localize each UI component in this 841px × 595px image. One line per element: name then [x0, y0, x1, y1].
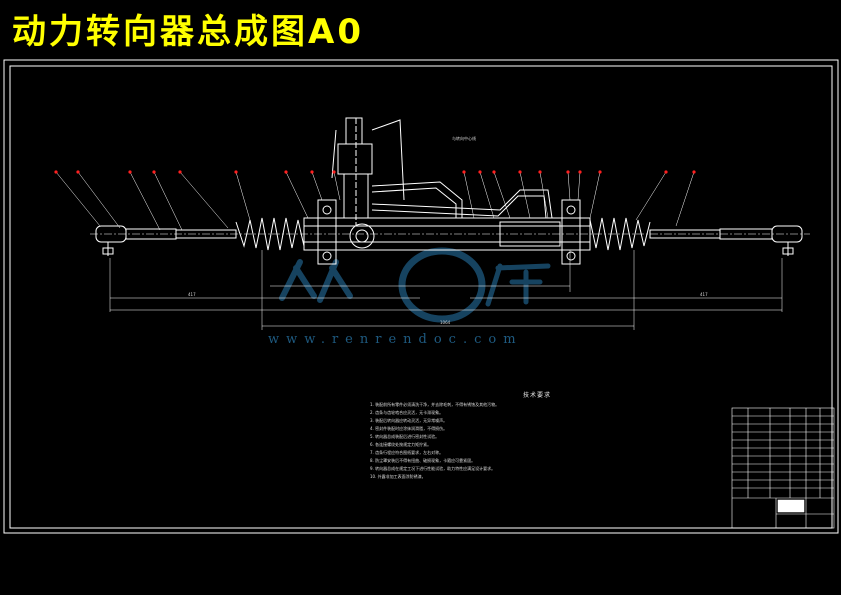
- top-note: 与转向中心线: [452, 136, 476, 141]
- tech-requirement-item: 8. 防尘罩安装后不得有扭曲、破损现象，卡箍应可靠紧固。: [370, 458, 476, 463]
- inner-frame: [9, 65, 833, 529]
- rack-housing: [303, 199, 591, 265]
- valve-assembly: [331, 117, 405, 226]
- tech-requirement-item: 10. 外露非加工表面涂防锈漆。: [370, 474, 426, 479]
- tech-requirement-item: 5. 转向器总成装配后进行密封性试验。: [370, 434, 440, 439]
- dim-right-span: 417: [700, 292, 708, 297]
- right-tie-rod: [649, 225, 803, 256]
- tech-requirement-item: 6. 各连接螺纹处按规定力矩拧紧。: [370, 442, 432, 447]
- tech-requirement-item: 4. 密封件装配时应涂抹润滑脂，不得损伤。: [370, 426, 448, 431]
- tech-requirement-item: 1. 装配前所有零件必须清洗干净，并去除毛刺，不得有锈蚀及其他污物。: [370, 402, 500, 407]
- watermark-url: www.renrendoc.com: [268, 332, 523, 347]
- title-block: [731, 407, 835, 529]
- tech-requirements-list: 1. 装配前所有零件必须清洗干净，并去除毛刺，不得有锈蚀及其他污物。 2. 齿条…: [370, 401, 700, 481]
- right-boot: [589, 217, 651, 251]
- drawing-title: 动力转向器总成图A0: [12, 12, 364, 52]
- outer-frame: [3, 59, 839, 534]
- leader-markers: [54, 170, 696, 174]
- watermark-logo: [279, 247, 551, 323]
- dim-center-span: 1064: [440, 320, 451, 325]
- oil-pipes: [371, 181, 553, 219]
- tech-requirement-item: 3. 装配后转向器应转动灵活，无异常噪声。: [370, 418, 448, 423]
- tech-requirements-title: 技术要求: [523, 392, 552, 399]
- left-tie-rod: [95, 225, 237, 256]
- tech-requirement-item: 2. 齿条与齿轮啮合应灵活，无卡滞现象。: [370, 410, 444, 415]
- dim-left-span: 417: [188, 292, 196, 297]
- tech-requirement-item: 9. 转向器总成在规定工况下进行性能试验，助力特性应满足设计要求。: [370, 466, 496, 471]
- dimension-lines: [109, 250, 783, 330]
- left-boot: [235, 217, 305, 251]
- part-leaders: [55, 171, 695, 231]
- tech-requirement-item: 7. 齿条行程应符合图纸要求，左右对称。: [370, 450, 444, 455]
